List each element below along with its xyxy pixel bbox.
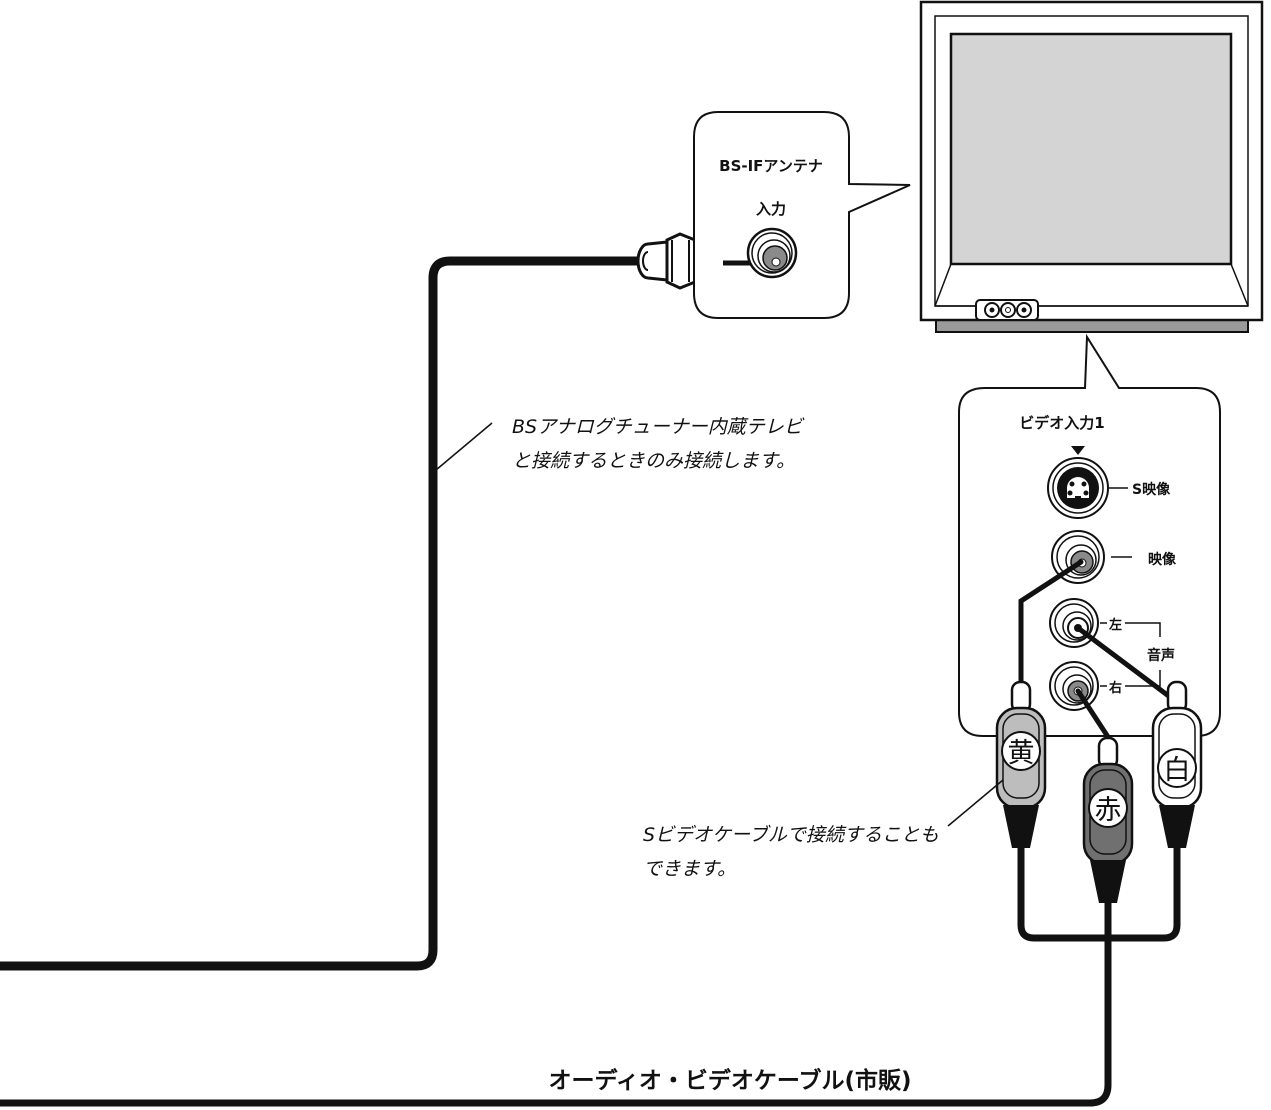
rca-plug-icon-red: 赤 xyxy=(1082,736,1134,903)
antenna-input-jack-icon xyxy=(746,227,798,279)
plug-yellow-label: 黄 xyxy=(1008,738,1035,769)
antenna-callout-box xyxy=(693,111,911,319)
svideo-note-leader xyxy=(947,779,1004,827)
video-callout-title: ビデオ入力1 xyxy=(1019,414,1104,432)
video-label: 映像 xyxy=(1148,551,1177,568)
audio-label: 音声 xyxy=(1147,647,1175,664)
plug-white-label: 白 xyxy=(1164,755,1191,786)
rca-plug-icon-white: 白 xyxy=(1151,680,1203,848)
av-cable-label: オーディオ・ビデオケーブル(市販) xyxy=(548,1067,911,1094)
audio-left-bracket xyxy=(1125,622,1161,637)
av-cable-wires xyxy=(1018,559,1177,743)
svideo-note-line1: Sビデオケーブルで接続することも xyxy=(643,824,939,846)
audio-right-label: 右 xyxy=(1108,680,1122,696)
s-video-jack-icon xyxy=(1047,457,1109,519)
tv-icon xyxy=(919,0,1264,333)
antenna-callout-title: BS-IFアンテナ xyxy=(719,157,823,175)
plug-red-label: 赤 xyxy=(1095,795,1122,826)
audio-right-jack-icon xyxy=(1049,661,1099,711)
s-video-label: S映像 xyxy=(1132,481,1171,498)
bs-note-line2: と接続するときのみ接続します。 xyxy=(512,450,795,472)
rca-plug-icon-yellow: 黄 xyxy=(995,680,1047,848)
bs-note-leader xyxy=(435,422,493,471)
s-video-marker-icon xyxy=(1071,446,1085,455)
audio-right-bracket xyxy=(1125,670,1161,687)
audio-left-label: 左 xyxy=(1109,617,1122,633)
antenna-callout-subtitle: 入力 xyxy=(756,200,786,218)
bs-note-line1: BSアナログチューナー内蔵テレビ xyxy=(512,416,805,438)
tv-front-jacks xyxy=(984,302,1032,318)
svideo-note-line2: できます。 xyxy=(643,858,736,880)
av-cable-trunk xyxy=(0,848,1181,1107)
bs-antenna-cable xyxy=(0,256,648,971)
